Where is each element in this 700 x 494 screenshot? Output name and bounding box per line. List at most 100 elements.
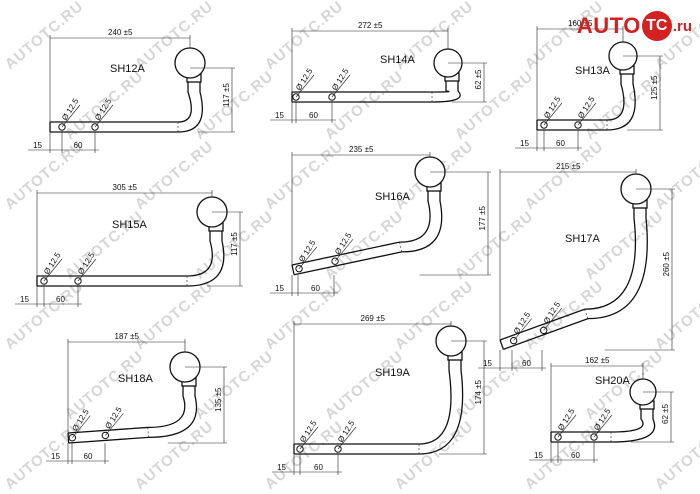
height-dimension: 117 ±5	[230, 232, 239, 256]
offset-dimension: 15	[534, 451, 543, 460]
watermark-text: AUTOTC.RU	[262, 138, 347, 213]
offset-dimension: 15	[51, 452, 60, 461]
watermark-text: AUTOTC.RU	[132, 418, 217, 493]
drawbar-outline	[68, 386, 197, 444]
spacing-dimension: 60	[311, 284, 320, 293]
width-dimension: 215 ±5	[556, 162, 581, 171]
model-label: SH17A	[565, 233, 601, 245]
watermark-text: AUTOTC.RU	[522, 278, 607, 353]
watermark-text: AUTOTC.RU	[452, 208, 537, 283]
hole-leader	[557, 414, 577, 438]
hole-leader	[77, 258, 97, 282]
hole-leader	[61, 104, 81, 128]
section-line	[584, 309, 589, 319]
drawbar-outline	[551, 409, 656, 443]
drawbar-end	[291, 264, 295, 275]
drawbar-outline	[503, 208, 648, 351]
spacing-dimension: 60	[556, 139, 565, 148]
drawbar-outline	[291, 191, 431, 266]
height-dimension: 260 ±5	[662, 252, 671, 277]
section-line	[147, 427, 149, 438]
autotc-logo[interactable]: AUTO TC .ru	[577, 10, 692, 42]
width-dimension: 305 ±5	[113, 183, 138, 192]
spacing-dimension: 60	[74, 141, 83, 150]
height-dimension: 135 ±5	[214, 387, 223, 412]
width-dimension: 269 ±5	[361, 314, 386, 323]
watermark-text: AUTOTC.RU	[452, 68, 537, 143]
drawbar-end	[67, 432, 70, 444]
model-label: SH15A	[112, 219, 148, 231]
drawbar-outline	[37, 231, 213, 277]
model-label: SH18A	[118, 373, 154, 385]
spacing-dimension: 60	[522, 359, 531, 368]
hole-leader	[593, 414, 613, 438]
watermark-text: AUTOTC.RU	[652, 418, 700, 493]
watermark-text: AUTOTC.RU	[262, 0, 347, 73]
offset-dimension: 15	[275, 111, 284, 120]
model-label: SH13A	[575, 65, 611, 77]
hole-diameter-label: Ø 12.5	[294, 66, 315, 92]
hole-leader	[43, 258, 63, 282]
drawbar-end	[499, 339, 505, 350]
spacing-dimension: 60	[571, 451, 580, 460]
height-dimension: 62 ±5	[474, 69, 483, 90]
section-line	[399, 242, 402, 252]
offset-dimension: 15	[20, 295, 29, 304]
model-label: SH19A	[375, 367, 411, 379]
logo-mark: TC	[641, 11, 672, 41]
drawbar-outline	[499, 208, 637, 341]
hole-leader	[543, 308, 562, 331]
logo-prefix: AUTO	[576, 13, 641, 38]
drawbar-outline	[67, 386, 186, 434]
spacing-dimension: 60	[314, 463, 323, 472]
offset-dimension: 15	[277, 463, 286, 472]
watermark-text: AUTOTC.RU	[652, 278, 700, 353]
watermark-text: AUTOTC.RU	[392, 418, 477, 493]
drawbar-outline	[294, 360, 452, 445]
watermark-text: AUTOTC.RU	[62, 348, 147, 423]
height-dimension: 125 ±5	[650, 75, 659, 100]
hole-leader	[295, 74, 315, 98]
watermark-text: AUTOTC.RU	[522, 138, 607, 213]
drawbar-outline	[50, 82, 204, 133]
hitch-sh13a: Ø 12.5 Ø 12.5 160 ±5 125 ±5 15 60 SH13A	[515, 19, 663, 151]
hole-diameter-label: Ø 12.5	[103, 405, 124, 431]
spacing-dimension: 60	[84, 452, 93, 461]
hole-leader	[543, 102, 563, 126]
watermark-text: AUTOTC.RU	[652, 138, 700, 213]
hole-leader	[334, 238, 354, 262]
model-label: SH12A	[110, 63, 146, 75]
hole-leader	[299, 426, 319, 450]
hole-diameter-label: Ø 12.5	[330, 66, 351, 92]
offset-dimension: 15	[520, 139, 529, 148]
watermark-text: AUTOTC.RU	[322, 208, 407, 283]
watermark-text: AUTOTC.RU	[322, 348, 407, 423]
drawbar-outline	[294, 360, 464, 455]
watermark-text: AUTOTC.RU	[2, 0, 87, 73]
hole-diameter-label: Ø 12.5	[556, 406, 577, 432]
spacing-dimension: 60	[56, 295, 65, 304]
hole-leader	[298, 246, 318, 269]
hole-diameter-label: Ø 12.5	[542, 94, 563, 120]
logo-suffix: .ru	[672, 17, 692, 35]
watermark-text: AUTOTC.RU	[582, 208, 667, 283]
height-dimension: 62 ±5	[661, 403, 670, 424]
hole-diameter-label: Ø 12.5	[42, 250, 63, 276]
width-dimension: 160 ±5	[568, 19, 593, 28]
width-dimension: 187 ±5	[115, 332, 140, 341]
hole-leader	[94, 104, 114, 128]
hole-diameter-label: Ø 12.5	[576, 94, 597, 120]
hole-leader	[331, 74, 351, 98]
hole-leader	[337, 426, 357, 450]
tow-ball	[174, 47, 206, 79]
drawbar-outline	[537, 74, 636, 131]
model-label: SH14A	[380, 54, 416, 66]
hole-leader	[72, 415, 91, 438]
